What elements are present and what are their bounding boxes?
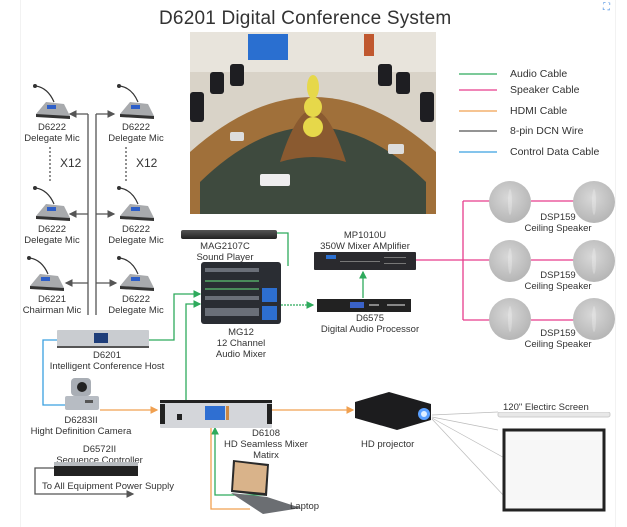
mic-multiplier-right: X12	[136, 156, 158, 170]
delegate-mic-icon	[117, 84, 154, 119]
legend-audio-cable: Audio Cable	[510, 68, 568, 80]
laptop-label: Laptop	[290, 501, 320, 512]
speaker-wires	[416, 200, 575, 321]
diagram-title: D6201 Digital Conference System	[159, 8, 452, 29]
ceiling-speaker-icon	[489, 298, 531, 340]
amplifier-device	[314, 252, 416, 270]
delegate-mic-icon	[117, 186, 154, 221]
projection-screen	[497, 412, 611, 512]
ceiling-speaker-icon	[573, 181, 615, 223]
legend-lines	[459, 73, 497, 153]
ceiling-speaker-icon	[573, 298, 615, 340]
power-supply-note: To All Equipment Power Supply	[42, 481, 175, 492]
screen-label: 120" Electirc Screen	[503, 402, 589, 413]
audio-mixer-device	[201, 262, 281, 324]
control-wires	[42, 339, 66, 406]
projector-label: HD projector	[361, 439, 415, 450]
sound-player-device	[181, 230, 277, 239]
conference-host-device	[57, 330, 149, 348]
chairman-mic-icon	[27, 256, 64, 291]
delegate-mic-icon	[33, 186, 70, 221]
legend-dcn-wire: 8-pin DCN Wire	[510, 125, 584, 137]
projector-icon	[355, 392, 431, 430]
hd-matrix-device	[160, 400, 272, 428]
ceiling-speaker-icon	[489, 240, 531, 282]
expand-icon[interactable]: ⛶	[603, 2, 610, 13]
mic-multiplier-left: X12	[60, 156, 82, 170]
audio-processor-device	[317, 299, 411, 312]
ceiling-speaker-icon	[573, 240, 615, 282]
conference-room-image	[190, 32, 436, 214]
delegate-mic-icon	[117, 256, 154, 291]
hdmi-wires	[100, 406, 355, 510]
laptop-icon	[231, 460, 301, 514]
dcn-wires	[34, 110, 135, 498]
conference-room-photo	[190, 32, 436, 214]
legend-hdmi-cable: HDMI Cable	[510, 105, 568, 117]
delegate-mic-icon	[33, 84, 70, 119]
ceiling-speaker-icon	[489, 181, 531, 223]
camera-device	[65, 378, 99, 410]
legend-speaker-cable: Speaker Cable	[510, 84, 580, 96]
sequence-controller-device	[54, 462, 138, 476]
legend-control-data-cable: Control Data Cable	[510, 146, 600, 158]
